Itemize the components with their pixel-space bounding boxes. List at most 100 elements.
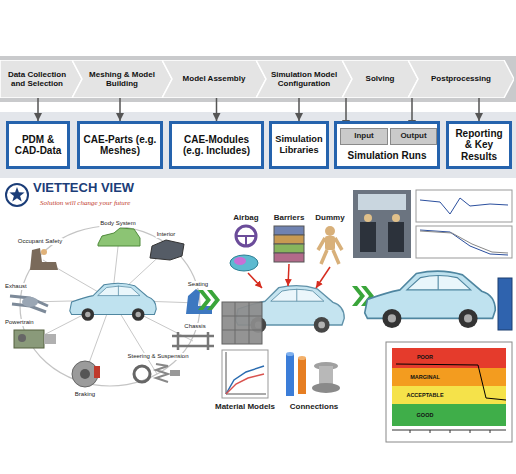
process-chevron: Simulation Model Configuration (256, 60, 352, 98)
node-text: Output (391, 132, 436, 141)
node-text: Simulation Model Configuration (268, 70, 340, 88)
process-chevron: Model Assembly (162, 60, 266, 98)
results-panel-part (420, 231, 508, 253)
simulation-model-part (319, 366, 333, 384)
results-panel-part (392, 404, 506, 426)
simulation-model-part (325, 236, 335, 250)
process-chevron: Postprocessing (408, 60, 514, 98)
flow-arrow (298, 98, 300, 121)
simulation-model-part (325, 226, 335, 236)
simulation-model-part (222, 302, 262, 344)
subsystem-icons-part (70, 283, 156, 321)
process-chevron: Meshing & Model Building (72, 60, 172, 98)
group-box: Simulation Runs InputOutput (334, 121, 440, 169)
data-box: CAE-Modules (e.g. Includes) (169, 121, 264, 169)
process-chevron: Data Collection and Selection (0, 60, 82, 98)
simulation-model-part (234, 257, 246, 265)
simulation-model-part (226, 374, 264, 394)
simulation-model-part (312, 383, 340, 393)
data-box: CAE-Parts (e.g. Meshes) (77, 121, 163, 169)
io-box: Input (340, 128, 388, 145)
data-box: Simulation Libraries (269, 121, 329, 169)
simulation-model-part (318, 238, 342, 264)
subsystem-icons-part (172, 332, 214, 350)
flow-arrow (37, 98, 39, 121)
node-text: PDM & CAD-Data (12, 134, 64, 157)
subsystem-label: Body System (99, 220, 136, 227)
results-panel-part (386, 342, 512, 442)
rating-label: GOOD (417, 412, 434, 418)
logo-icon-part (9, 187, 24, 202)
rating-label: POOR (417, 354, 433, 360)
results-panel (353, 190, 512, 442)
subsystem-icons-part (98, 228, 140, 246)
node-text: Simulation Runs (340, 150, 434, 162)
subsystem-icons-part (44, 334, 56, 344)
simulation-model-part (226, 366, 264, 394)
chevron-shape (408, 60, 514, 98)
simulation-model-part (286, 354, 294, 396)
node-text: Model Assembly (174, 74, 254, 83)
simulation-model-part (236, 226, 256, 246)
subsystem-icons-part (80, 369, 90, 379)
subsystem-label: Interior (156, 231, 177, 238)
node-text: CAE-Parts (e.g. Meshes) (83, 134, 157, 157)
subsystem-icons-part (94, 366, 100, 378)
subsystem-label: Steering & Suspension (126, 353, 189, 360)
simulation-model-part (298, 358, 306, 394)
results-panel-part (416, 226, 512, 258)
simulation-model-part-part (316, 267, 330, 288)
results-panel-part (392, 430, 506, 431)
simulation-model-part (230, 255, 258, 271)
process-band-part (0, 56, 516, 102)
subsystem-label: Chassis (183, 323, 206, 330)
node-text: CAE-Modules (e.g. Includes) (175, 134, 258, 157)
subsystem-icons-part (156, 364, 168, 382)
results-panel-part (410, 430, 490, 433)
subsystem-icons-part (186, 289, 212, 314)
rating-label: MARGINAL (410, 374, 440, 380)
simulation-model-part (222, 302, 262, 344)
io-box: Output (390, 128, 437, 145)
subsystem-icons-part (18, 334, 26, 342)
chevron-shape (162, 60, 266, 98)
node-text: Simulation Libraries (275, 134, 323, 155)
subsystem-icons (10, 228, 214, 387)
node-text: Data Collection and Selection (4, 70, 70, 88)
process-band-part (0, 112, 516, 178)
results-panel-part (392, 214, 400, 222)
component-label: Dummy (315, 213, 344, 222)
logo-icon (6, 184, 28, 206)
results-panel-part (392, 368, 506, 386)
flow-chevrons-part (198, 290, 211, 310)
results-panel-part (360, 222, 376, 252)
simulation-model-part (274, 253, 304, 262)
node-text: Postprocessing (420, 74, 502, 83)
simulation-model-part-part (288, 264, 289, 286)
simulation-model-part (274, 244, 304, 253)
data-box: Reporting & Key Results (446, 121, 512, 169)
simulation-model-part-part (248, 273, 262, 288)
results-panel-part (365, 271, 496, 328)
subsystem-label: Seating (187, 281, 209, 288)
simulation-model (222, 226, 344, 398)
process-chevron: Solving (342, 60, 418, 98)
results-panel-part (420, 230, 508, 255)
simulation-model-part (226, 352, 266, 394)
brand-name: VIETTECH VIEW (33, 181, 134, 196)
results-panel-part (358, 194, 406, 210)
simulation-model-part (274, 235, 304, 244)
subsystem-icons-part (10, 296, 48, 312)
component-label: Connections (290, 402, 338, 411)
subsystem-label: Braking (74, 391, 96, 398)
results-panel-part (416, 190, 512, 222)
process-band (0, 56, 516, 178)
subsystem-icons-part (170, 370, 180, 376)
chevron-shape (256, 60, 352, 98)
node-text: Reporting & Key Results (452, 128, 506, 163)
node-text: Meshing & Model Building (84, 70, 160, 88)
subsystem-label: Exhaust (4, 283, 28, 290)
subsystem-ring-part (29, 238, 198, 374)
chevron-shape (72, 60, 172, 98)
